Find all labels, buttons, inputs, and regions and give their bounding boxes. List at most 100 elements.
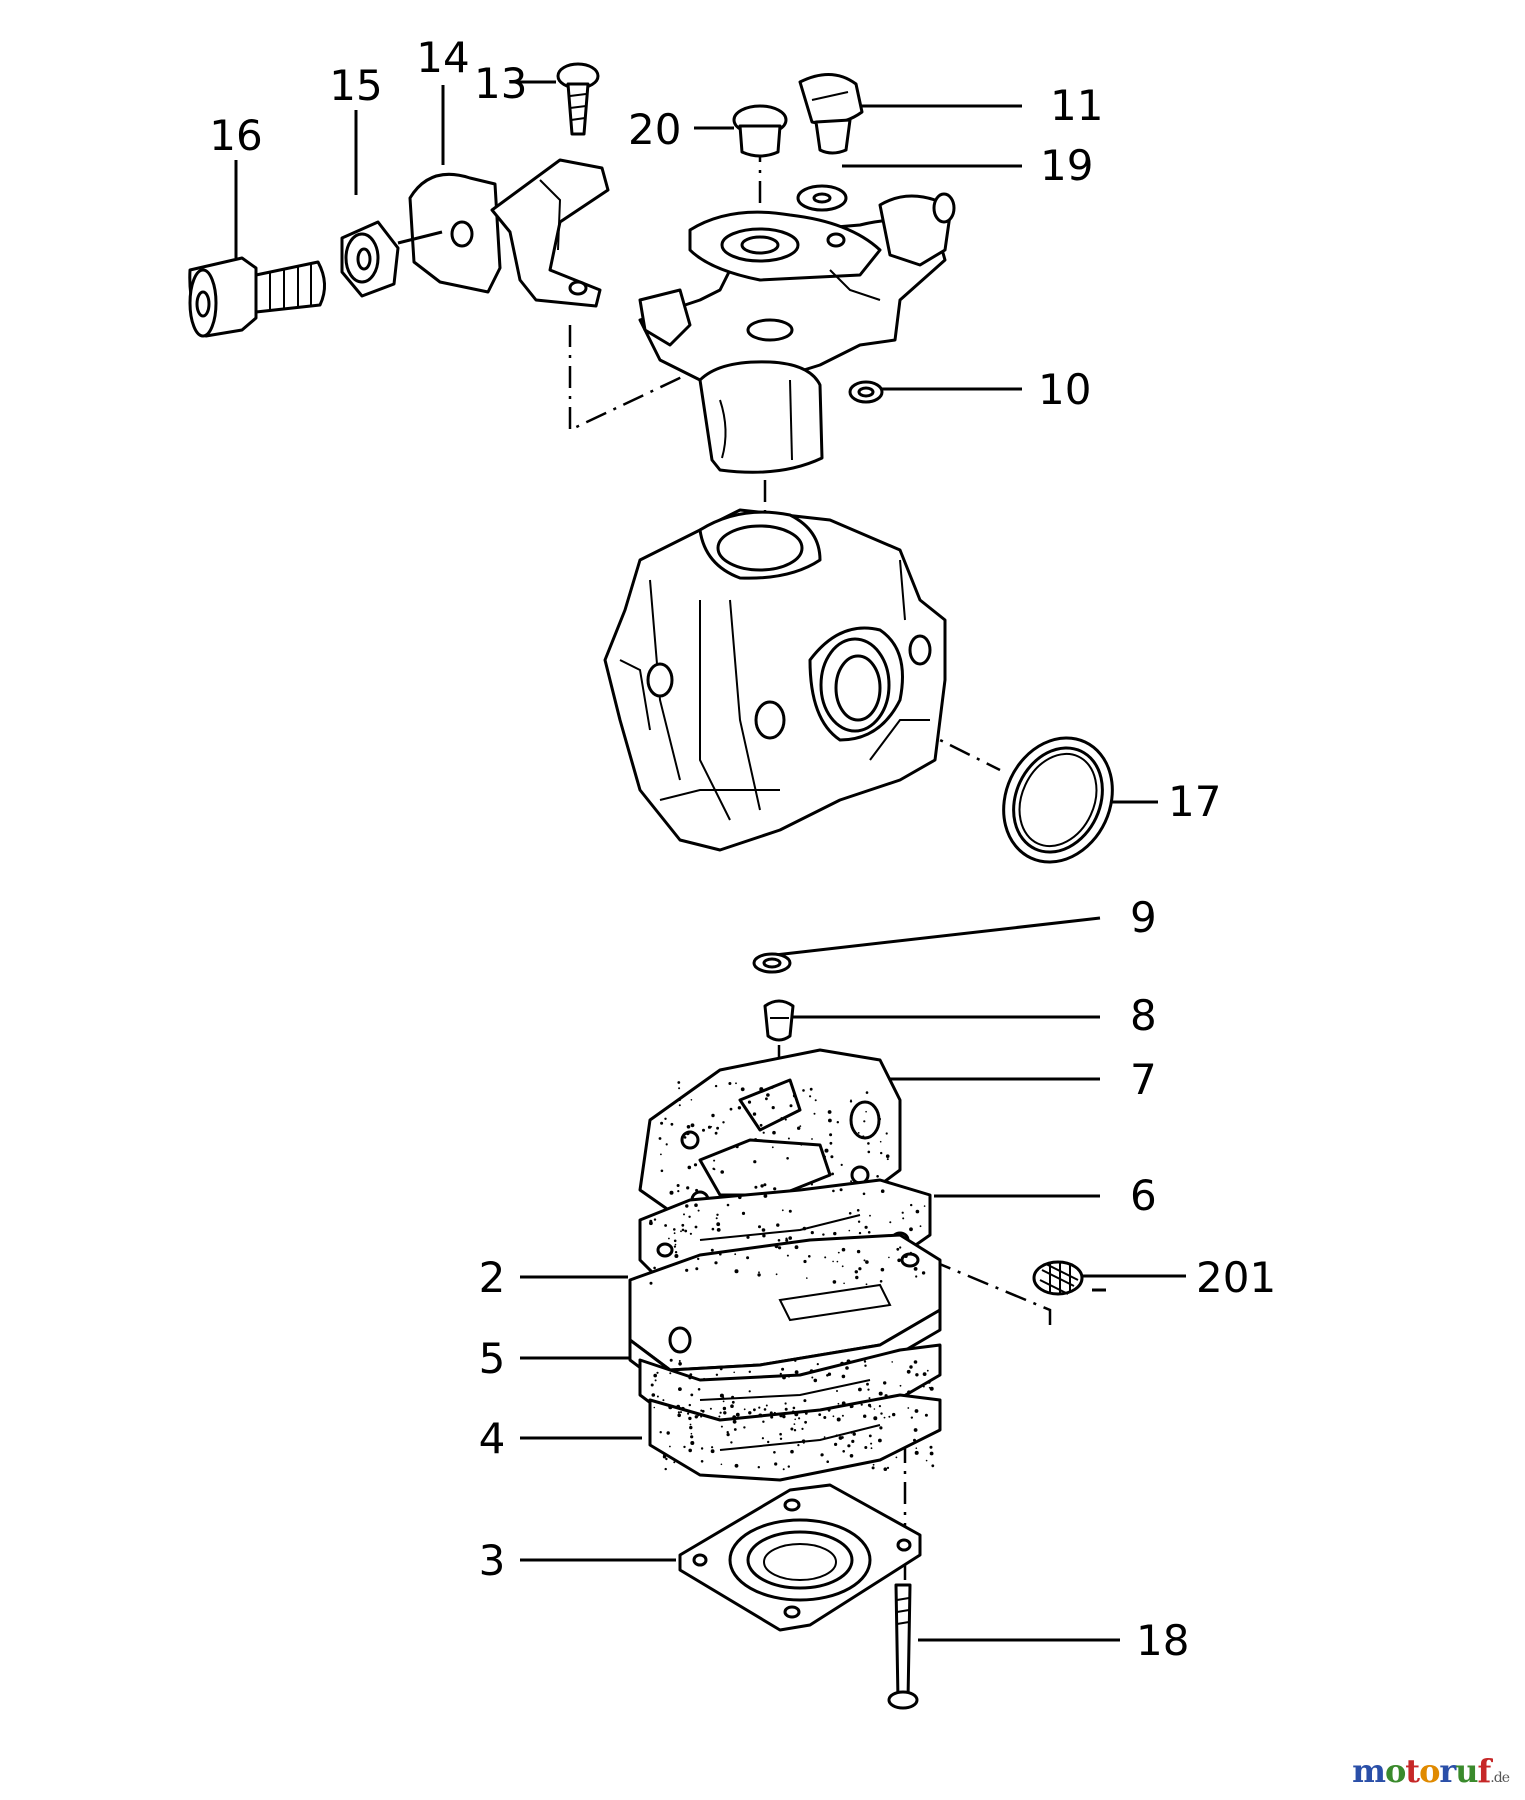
gasket-speck	[779, 1372, 782, 1375]
gasket-speck	[681, 1406, 685, 1411]
gasket-speck	[786, 1254, 789, 1257]
gasket-speck	[878, 1391, 883, 1396]
gasket-speck	[921, 1271, 926, 1275]
gasket-speck	[673, 1245, 677, 1248]
gasket-speck	[883, 1467, 888, 1471]
gasket-speck	[690, 1435, 694, 1439]
gasket-speck	[722, 1406, 727, 1411]
gasket-speck	[719, 1411, 722, 1414]
gasket-speck	[677, 1413, 681, 1418]
gasket-speck	[763, 1194, 768, 1198]
gasket-speck	[782, 1468, 785, 1471]
gasket-speck	[686, 1125, 691, 1129]
gasket-speck	[710, 1126, 713, 1128]
gasket-speck	[864, 1446, 868, 1449]
gasket-speck	[747, 1100, 752, 1104]
gasket-speck	[690, 1123, 695, 1128]
gasket-speck	[679, 1368, 682, 1371]
gasket-speck	[929, 1451, 934, 1456]
gasket-speck	[687, 1412, 690, 1415]
gasket-speck	[824, 1256, 827, 1259]
gasket-speck	[843, 1282, 845, 1285]
gasket-speck	[835, 1434, 838, 1437]
gasket-speck	[719, 1367, 723, 1371]
gasket-speck	[694, 1225, 698, 1229]
gasket-speck	[846, 1359, 851, 1364]
wm-letter-u: u	[1455, 1752, 1478, 1790]
gasket-speck	[827, 1409, 831, 1412]
gasket-speck	[878, 1438, 882, 1443]
gasket-speck	[690, 1432, 693, 1435]
gasket-speck	[867, 1150, 871, 1154]
gasket-speck	[741, 1211, 746, 1215]
gasket-speck	[731, 1395, 735, 1399]
gasket-speck	[870, 1442, 873, 1445]
gasket-speck	[863, 1259, 866, 1262]
gasket-speck	[806, 1277, 808, 1279]
part-13-screw	[556, 62, 600, 136]
gasket-speck	[707, 1125, 712, 1129]
gasket-speck	[788, 1236, 792, 1240]
gasket-speck	[902, 1217, 905, 1220]
gasket-speck	[665, 1457, 668, 1461]
gasket-speck	[711, 1227, 715, 1231]
gasket-speck	[678, 1087, 681, 1090]
gasket-speck	[779, 1437, 783, 1441]
gasket-speck	[662, 1399, 665, 1402]
gasket-speck	[689, 1423, 692, 1426]
gasket-speck	[886, 1158, 889, 1161]
gasket-speck	[809, 1369, 814, 1373]
gasket-speck	[656, 1395, 659, 1398]
gasket-speck	[678, 1104, 681, 1107]
gasket-speck	[688, 1215, 691, 1219]
label-8: 8	[1130, 991, 1157, 1040]
label-201: 201	[1196, 1253, 1276, 1302]
gasket-speck	[735, 1145, 739, 1149]
gasket-speck	[758, 1413, 763, 1418]
gasket-speck	[720, 1463, 723, 1466]
gasket-speck	[697, 1209, 700, 1212]
gasket-speck	[928, 1386, 931, 1389]
gasket-speck	[880, 1412, 883, 1415]
gasket-speck	[799, 1125, 802, 1127]
gasket-speck	[687, 1165, 692, 1170]
gasket-speck	[714, 1261, 718, 1265]
gasket-speck	[892, 1412, 896, 1417]
gasket-speck	[678, 1387, 682, 1391]
gasket-speck	[927, 1380, 931, 1384]
gasket-speck	[865, 1283, 868, 1286]
part-14-bracket	[408, 158, 610, 308]
gasket-speck	[669, 1358, 673, 1362]
gasket-speck	[763, 1408, 767, 1411]
label-9: 9	[1130, 893, 1157, 942]
gasket-speck	[700, 1447, 704, 1450]
gasket-speck	[822, 1233, 825, 1236]
gasket-speck	[849, 1405, 853, 1409]
gasket-speck	[735, 1412, 740, 1417]
gasket-speck	[703, 1377, 705, 1380]
gasket-speck	[785, 1238, 789, 1242]
gasket-speck	[775, 1273, 778, 1276]
gasket-speck	[738, 1195, 742, 1200]
gasket-speck	[730, 1441, 733, 1444]
gasket-speck	[915, 1209, 920, 1214]
gasket-speck	[779, 1432, 782, 1436]
gasket-speck	[869, 1405, 872, 1408]
gasket-speck	[762, 1234, 766, 1238]
gasket-speck	[651, 1393, 656, 1397]
gasket-speck	[851, 1439, 855, 1443]
gasket-speck	[759, 1123, 763, 1127]
gasket-speck	[811, 1138, 813, 1140]
gasket-speck	[827, 1110, 832, 1114]
gasket-speck	[767, 1440, 770, 1444]
gasket-speck	[823, 1416, 827, 1419]
gasket-speck	[845, 1366, 849, 1370]
gasket-speck	[888, 1415, 891, 1418]
part-4-gasket	[648, 1393, 942, 1482]
gasket-speck	[685, 1131, 690, 1136]
gasket-speck	[753, 1408, 756, 1412]
part-11-plug	[798, 73, 864, 155]
gasket-speck	[880, 1189, 885, 1193]
gasket-speck	[857, 1132, 860, 1134]
gasket-speck	[836, 1121, 839, 1124]
